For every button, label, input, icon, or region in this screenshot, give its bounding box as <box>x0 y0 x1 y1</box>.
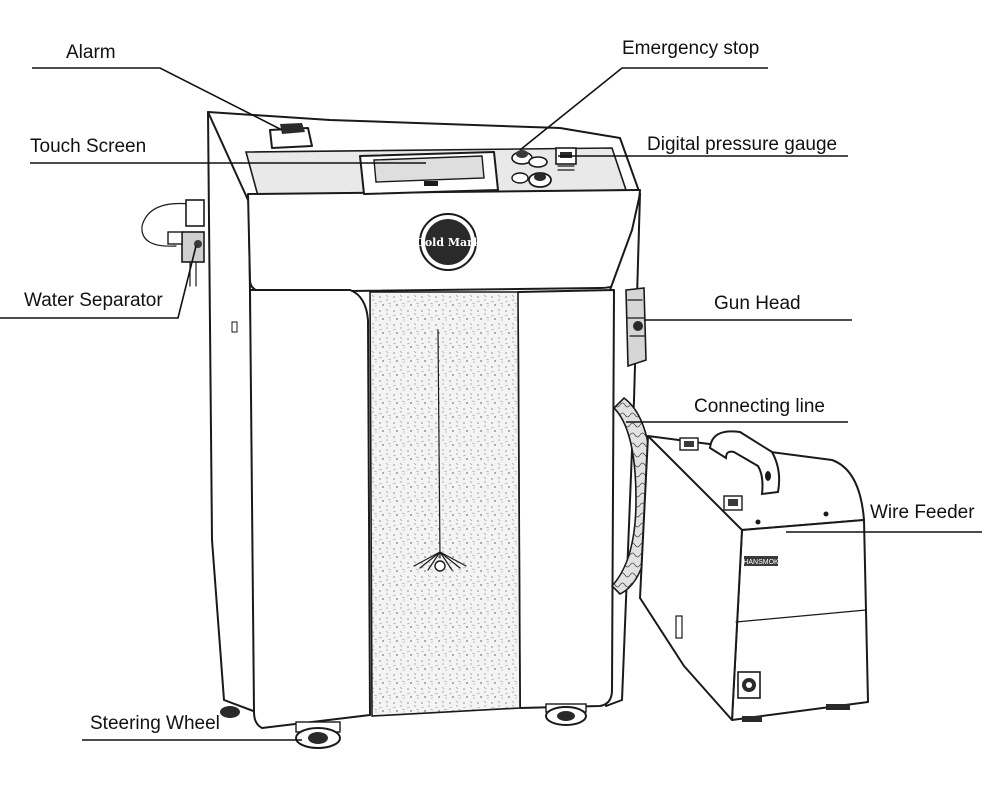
alarm-leader <box>32 67 283 131</box>
label-emergency-stop: Emergency stop <box>622 38 759 59</box>
front-right-door <box>516 289 615 709</box>
feeder-badge-text: HANSMOK <box>743 559 779 566</box>
front-left-wheel <box>295 721 341 749</box>
side-latch <box>231 321 238 333</box>
label-touch-screen: Touch Screen <box>30 136 146 157</box>
feeder-badge <box>744 556 778 566</box>
label-wire-feeder: Wire Feeder <box>870 502 975 523</box>
emergency-stop-cluster <box>511 150 552 188</box>
feeder-socket <box>737 671 761 699</box>
label-steering-wheel: Steering Wheel <box>90 713 220 734</box>
brand-logo: Gold Mark <box>415 213 481 271</box>
water-separator-leader <box>0 245 197 319</box>
front-center-panel <box>369 291 521 717</box>
emergency-stop-leader <box>519 67 768 151</box>
label-connecting-line: Connecting line <box>694 396 825 417</box>
brand-logo-text: Gold Mark <box>415 236 481 249</box>
label-alarm: Alarm <box>66 42 116 63</box>
front-right-wheel <box>545 703 587 726</box>
callout-leaders <box>0 67 982 741</box>
callout-labels: Alarm Emergency stop Touch Screen Digita… <box>24 38 975 734</box>
front-left-door <box>249 289 371 729</box>
label-digital-pressure-gauge: Digital pressure gauge <box>647 134 837 155</box>
wire-feeder-device: HANSMOK <box>639 430 869 722</box>
rear-left-wheel <box>220 706 240 718</box>
alarm-beacon <box>269 123 313 149</box>
label-gun-head: Gun Head <box>714 293 801 314</box>
touch-screen-device <box>359 151 499 195</box>
gun-head-device <box>625 287 647 368</box>
water-separator-device <box>141 199 205 287</box>
rod-base <box>413 551 467 572</box>
steering-wheels <box>220 703 587 749</box>
label-water-separator: Water Separator <box>24 290 163 311</box>
center-rod <box>437 329 441 559</box>
main-cabinet <box>207 111 641 729</box>
